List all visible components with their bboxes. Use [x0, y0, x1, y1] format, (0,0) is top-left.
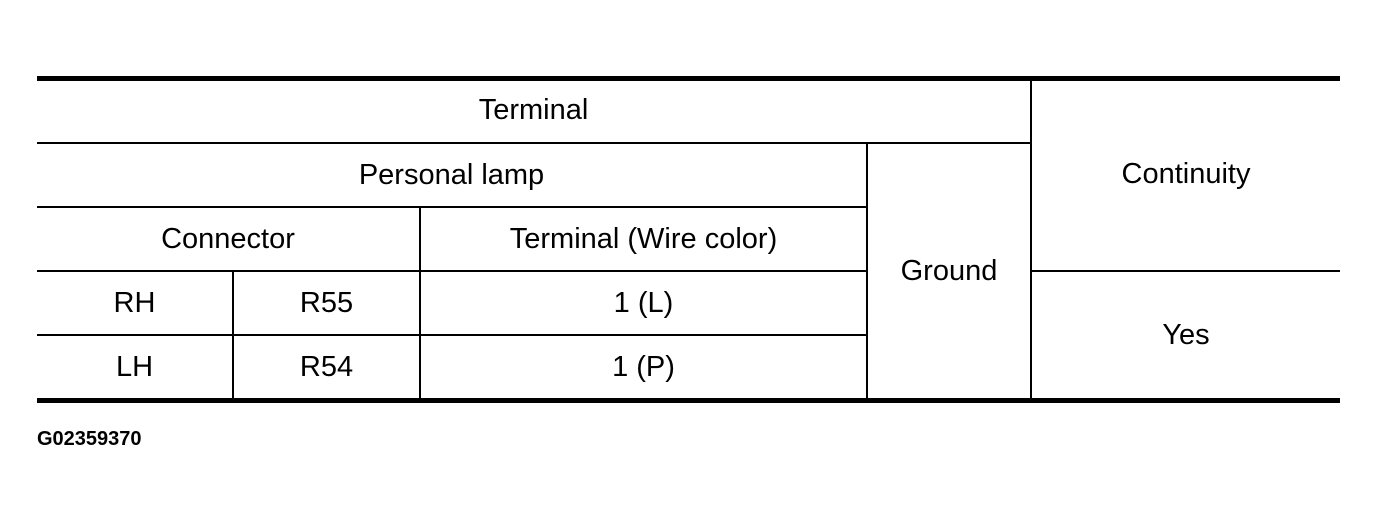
divider	[866, 143, 868, 400]
cell-side: RH	[113, 286, 156, 319]
cell-terminal: 1 (P)	[612, 350, 675, 383]
divider	[37, 270, 867, 272]
cell-side: LH	[115, 350, 154, 383]
divider	[37, 142, 1031, 144]
divider	[1030, 78, 1032, 400]
continuity-table: Terminal Personal lamp Connector Termina…	[37, 76, 1340, 403]
header-connector: Connector	[161, 222, 295, 255]
header-terminal-wire-color: Terminal (Wire color)	[509, 222, 778, 255]
header-terminal: Terminal	[478, 93, 589, 126]
figure-id: G02359370	[37, 428, 142, 450]
divider	[1031, 270, 1340, 272]
header-ground: Ground	[900, 254, 998, 287]
divider	[37, 206, 867, 208]
header-personal-lamp: Personal lamp	[358, 158, 545, 191]
table-bottom-border	[37, 398, 1340, 403]
cell-continuity-value: Yes	[1162, 318, 1210, 351]
divider	[232, 271, 234, 400]
divider	[37, 334, 867, 336]
table-top-border	[37, 76, 1340, 81]
header-continuity: Continuity	[1121, 157, 1251, 190]
divider	[419, 207, 421, 400]
cell-connector: R54	[299, 350, 354, 383]
cell-terminal: 1 (L)	[613, 286, 674, 319]
cell-connector: R55	[299, 286, 354, 319]
